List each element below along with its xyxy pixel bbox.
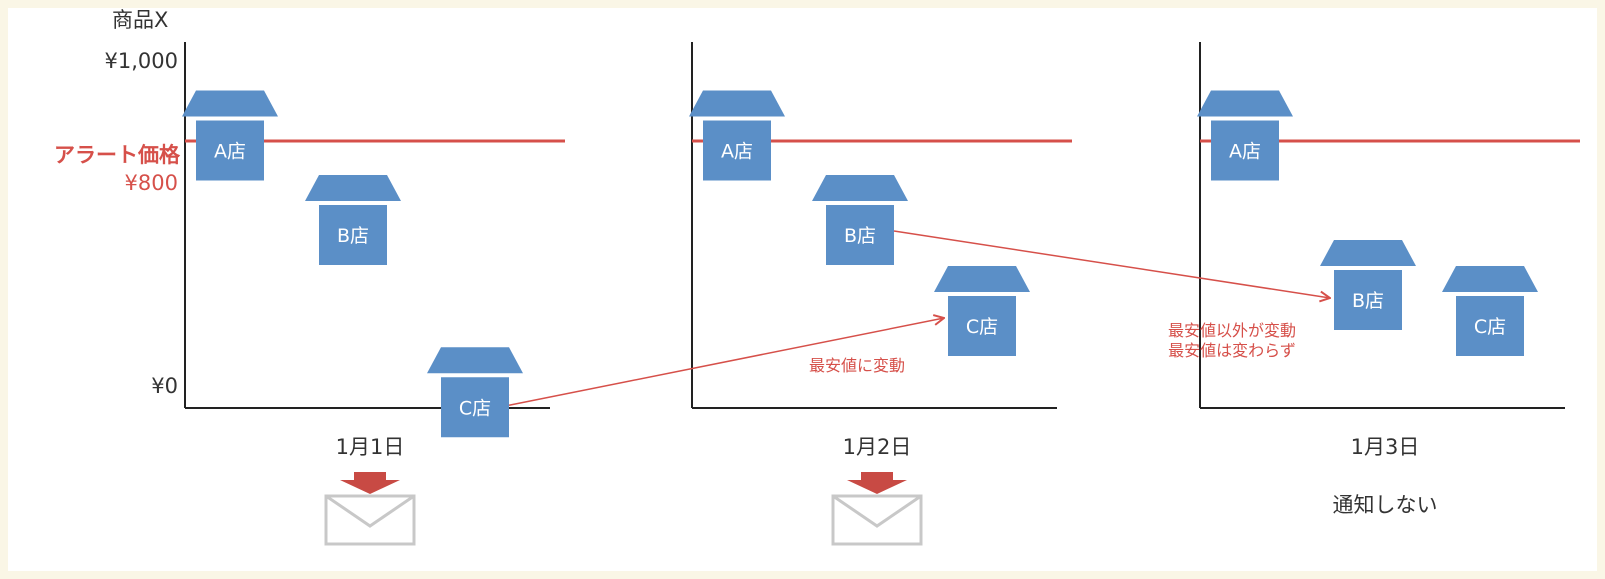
store-icon: C店: [1442, 266, 1538, 356]
store-icon: A店: [689, 90, 785, 181]
store-roof: [182, 90, 278, 117]
store-body: [1456, 296, 1524, 356]
store-body: [196, 120, 264, 181]
alert-label: アラート価格: [54, 143, 181, 167]
store-label: A店: [214, 141, 246, 163]
store-roof: [934, 266, 1030, 292]
no-notification-text: 通知しない: [1333, 493, 1438, 517]
annotation-change1: 最安値に変動: [809, 356, 905, 375]
diagram-panel: [8, 8, 1597, 571]
store-body: [319, 205, 387, 265]
store-body: [948, 296, 1016, 356]
store-label: C店: [459, 397, 491, 419]
annotation-change2-line1: 最安値以外が変動: [1168, 321, 1296, 340]
down-arrow-icon: [340, 472, 400, 494]
store-label: C店: [966, 316, 998, 338]
change-arrow-b-store: [893, 230, 1330, 298]
store-icon: C店: [427, 347, 523, 438]
envelope-icon: [324, 494, 416, 546]
store-roof: [305, 175, 401, 201]
envelope-icon: [831, 494, 923, 546]
store-roof: [689, 90, 785, 117]
store-roof: [427, 347, 523, 374]
store-roof: [812, 175, 908, 201]
store-body: [703, 120, 771, 181]
store-label: A店: [721, 141, 753, 163]
product-label: 商品X: [112, 8, 168, 32]
store-label: B店: [1352, 290, 1384, 312]
store-label: A店: [1229, 141, 1261, 163]
store-icon: A店: [1197, 90, 1293, 181]
store-icon: A店: [182, 90, 278, 181]
store-icon: B店: [305, 175, 401, 265]
mail-notification-icon-day2: [831, 472, 923, 546]
store-roof: [1442, 266, 1538, 292]
annotation-change2-line2: 最安値は変わらず: [1168, 341, 1296, 360]
store-icon: B店: [812, 175, 908, 265]
date-label-day2: 1月2日: [843, 435, 912, 459]
store-body: [441, 377, 509, 438]
store-icon: B店: [1320, 240, 1416, 330]
y-max-label: ¥1,000: [105, 49, 178, 73]
date-label-day3: 1月3日: [1351, 435, 1420, 459]
y-min-label: ¥0: [151, 374, 178, 398]
mail-notification-icon-day1: [324, 472, 416, 546]
store-roof: [1320, 240, 1416, 266]
store-label: B店: [337, 225, 369, 247]
store-body: [1334, 270, 1402, 330]
store-icon: C店: [934, 266, 1030, 356]
change-arrow-c-store: [508, 318, 944, 406]
date-label-day1: 1月1日: [336, 435, 405, 459]
store-body: [826, 205, 894, 265]
alert-price-label: ¥800: [125, 171, 178, 195]
store-body: [1211, 120, 1279, 181]
down-arrow-icon: [847, 472, 907, 494]
store-label: C店: [1474, 316, 1506, 338]
store-roof: [1197, 90, 1293, 117]
store-label: B店: [844, 225, 876, 247]
